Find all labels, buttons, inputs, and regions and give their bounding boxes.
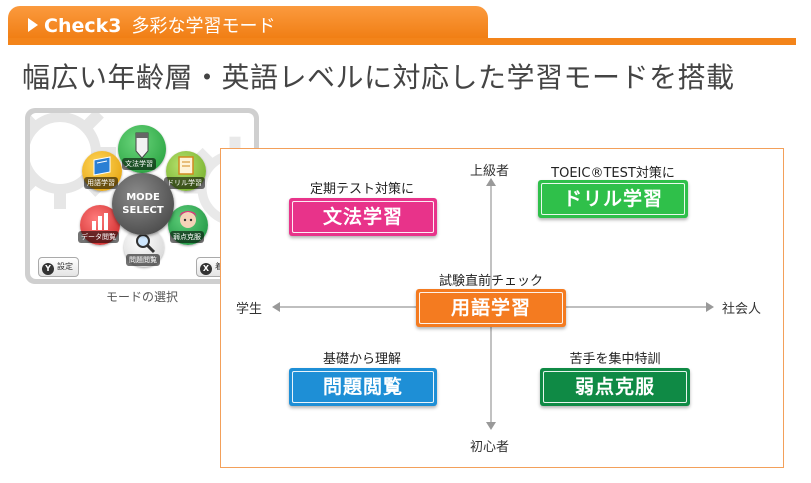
axis-label-student: 学生: [236, 302, 263, 317]
question-view-caption: 基礎から理解: [322, 352, 401, 367]
hub-line-select: SELECT: [122, 205, 164, 216]
question-view-mode-tag-frame: [292, 371, 434, 403]
grammar-mode-tag-label: 文法学習: [322, 206, 403, 228]
mode-select-caption: モードの選択: [105, 290, 178, 304]
drill-mode-tag: ドリル学習: [538, 180, 688, 218]
mode-drill-label: ドリル学習: [164, 177, 205, 189]
drill-mode-tag-frame: [541, 183, 685, 215]
axis-arrow-right-icon: [706, 302, 714, 312]
terms-mode-tag-label: 用語学習: [450, 297, 531, 319]
grammar-caption: 定期テスト対策に: [309, 182, 414, 197]
mode-select-screen-inner: 文法学習 ドリル学習 弱点克服 問題閲覧: [30, 113, 254, 279]
pencil-icon: [135, 132, 149, 159]
mode-terms-button[interactable]: 用語学習: [82, 151, 122, 191]
mode-weakness-label: 弱点克服: [170, 231, 204, 243]
grammar-mode-tag: 文法学習: [289, 198, 437, 236]
x-button-icon: X: [200, 263, 212, 275]
book-icon: [93, 156, 111, 176]
axis-label-beginner: 初心者: [470, 440, 510, 455]
question-view-mode-tag-label: 問題閲覧: [322, 376, 403, 398]
axis-arrow-left-icon: [272, 302, 280, 312]
settings-button-label: 設定: [57, 262, 73, 271]
mode-select-hub: MODE SELECT: [112, 173, 174, 235]
drill-mode-tag-label: ドリル学習: [562, 188, 663, 210]
mascot-icon: [179, 211, 197, 228]
mode-weakness-button[interactable]: 弱点克服: [168, 205, 208, 245]
section-subtitle: 多彩な学習モード: [131, 16, 276, 37]
question-view-mode-tag: 問題閲覧: [289, 368, 437, 406]
grammar-mode-tag-frame: [292, 201, 434, 233]
section-tab: [8, 6, 488, 40]
section-tab-label: Check3 多彩な学習モード: [28, 12, 275, 38]
play-triangle-icon: [28, 18, 38, 32]
terms-mode-tag-frame: [419, 292, 563, 324]
axis-arrow-down-icon: [486, 422, 496, 430]
page-headline: 幅広い年齢層・英語レベルに対応した学習モードを搭載: [22, 61, 735, 94]
check-label: Check3: [44, 15, 122, 37]
axis-arrow-up-icon: [486, 178, 496, 186]
terms-mode-tag: 用語学習: [416, 289, 566, 327]
weakness-mode-tag-frame: [543, 371, 687, 403]
weakness-mode-tag-label: 弱点克服: [574, 376, 655, 398]
y-button-icon: Y: [42, 263, 54, 275]
weakness-caption: 苦手を集中特訓: [569, 352, 661, 367]
mode-data-view-label: データ閲覧: [78, 231, 119, 243]
weakness-mode-tag: 弱点克服: [540, 368, 690, 406]
drill-sheet-icon: [178, 156, 194, 175]
magnifier-icon: [136, 234, 156, 254]
section-tab-underline: [8, 38, 796, 45]
mode-grammar-button[interactable]: 文法学習: [118, 125, 166, 173]
hub-line-mode: MODE: [126, 192, 160, 203]
drill-caption: TOEIC®TEST対策に: [551, 166, 675, 181]
axis-label-advanced: 上級者: [470, 164, 510, 179]
mode-terms-label: 用語学習: [84, 177, 118, 189]
mode-question-view-label: 問題閲覧: [126, 254, 160, 266]
mode-drill-button[interactable]: ドリル学習: [164, 151, 206, 191]
axis-label-working-adult: 社会人: [722, 302, 762, 317]
bar-chart-icon: [92, 213, 108, 230]
mode-grammar-label: 文法学習: [122, 158, 156, 170]
terms-caption: 試験直前チェック: [438, 274, 543, 289]
